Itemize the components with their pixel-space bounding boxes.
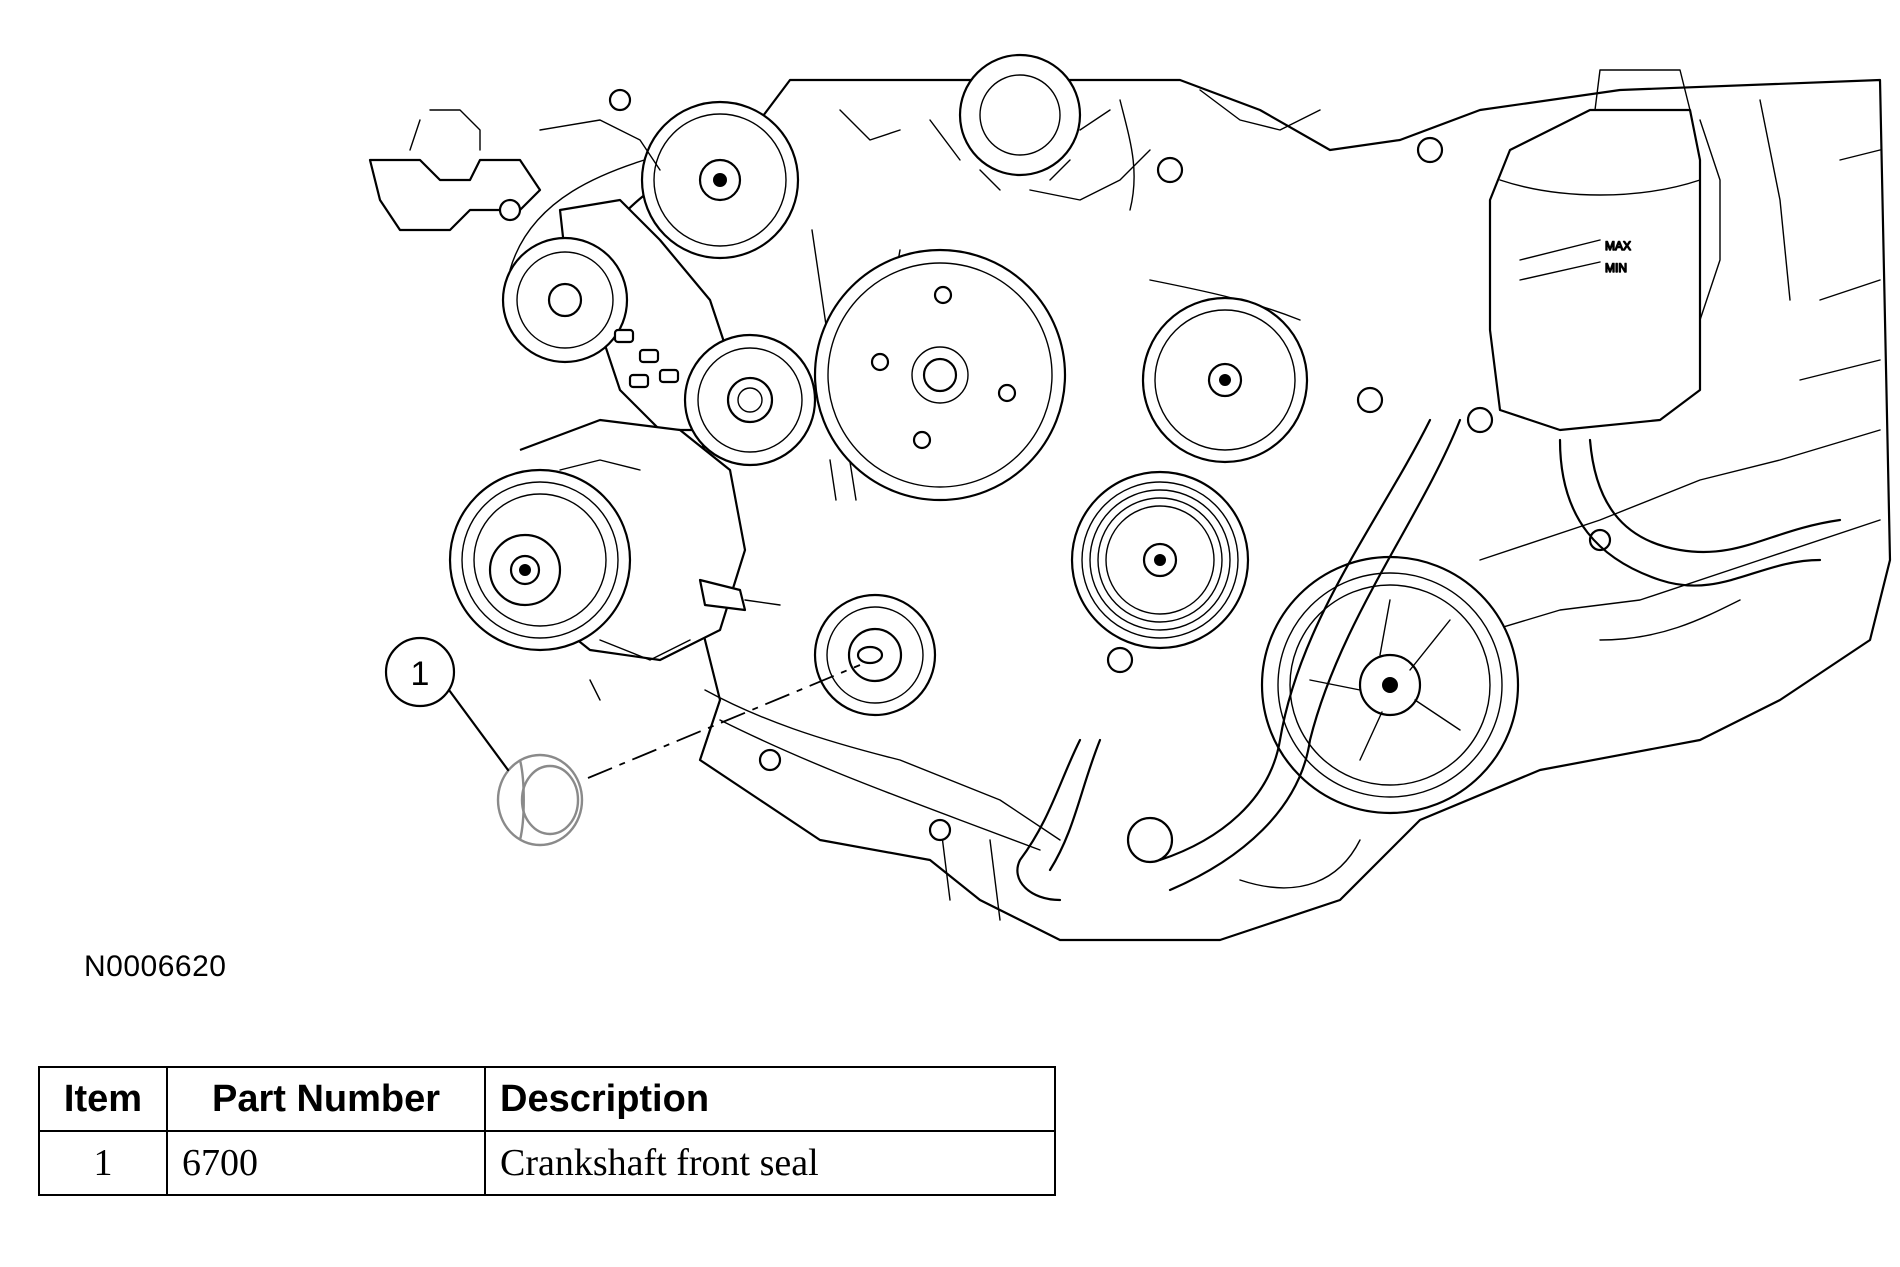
ribbed-idler-pulley (1070, 470, 1250, 650)
callout-1: 1 (384, 636, 861, 779)
hoses (1016, 418, 1842, 902)
crankshaft-front-seal (496, 753, 584, 847)
figure-id: N0006620 (84, 950, 227, 983)
table-header-row: Item Part Number Description (38, 1066, 1056, 1132)
header-description: Description (484, 1066, 1056, 1132)
parts-table: Item Part Number Description 1 6700 Cran… (38, 1066, 1056, 1196)
crankshaft-seal-bore (813, 593, 937, 717)
power-steering-reservoir: MAX MIN (1488, 69, 1702, 432)
alternator (929, 53, 1151, 201)
engine-front-illustration: MAX MIN 1 (368, 53, 1892, 942)
reservoir-min-label: MIN (1605, 261, 1627, 275)
power-steering-pulley (1260, 555, 1520, 815)
cell-description: Crankshaft front seal (484, 1130, 1056, 1196)
idler-pulley-lower (683, 333, 817, 467)
header-item: Item (38, 1066, 168, 1132)
cell-item: 1 (38, 1130, 168, 1196)
water-pump-pulley (813, 248, 1067, 502)
reservoir-max-label: MAX (1605, 239, 1631, 253)
ac-compressor (448, 418, 781, 701)
idler-pulley-right (1141, 296, 1309, 464)
table-row: 1 6700 Crankshaft front seal (38, 1130, 1056, 1196)
idler-pulley-upper (640, 100, 800, 260)
callout-1-label: 1 (411, 655, 430, 693)
cell-part-number: 6700 (166, 1130, 486, 1196)
header-part-number: Part Number (166, 1066, 486, 1132)
upper-bracket (368, 88, 661, 232)
